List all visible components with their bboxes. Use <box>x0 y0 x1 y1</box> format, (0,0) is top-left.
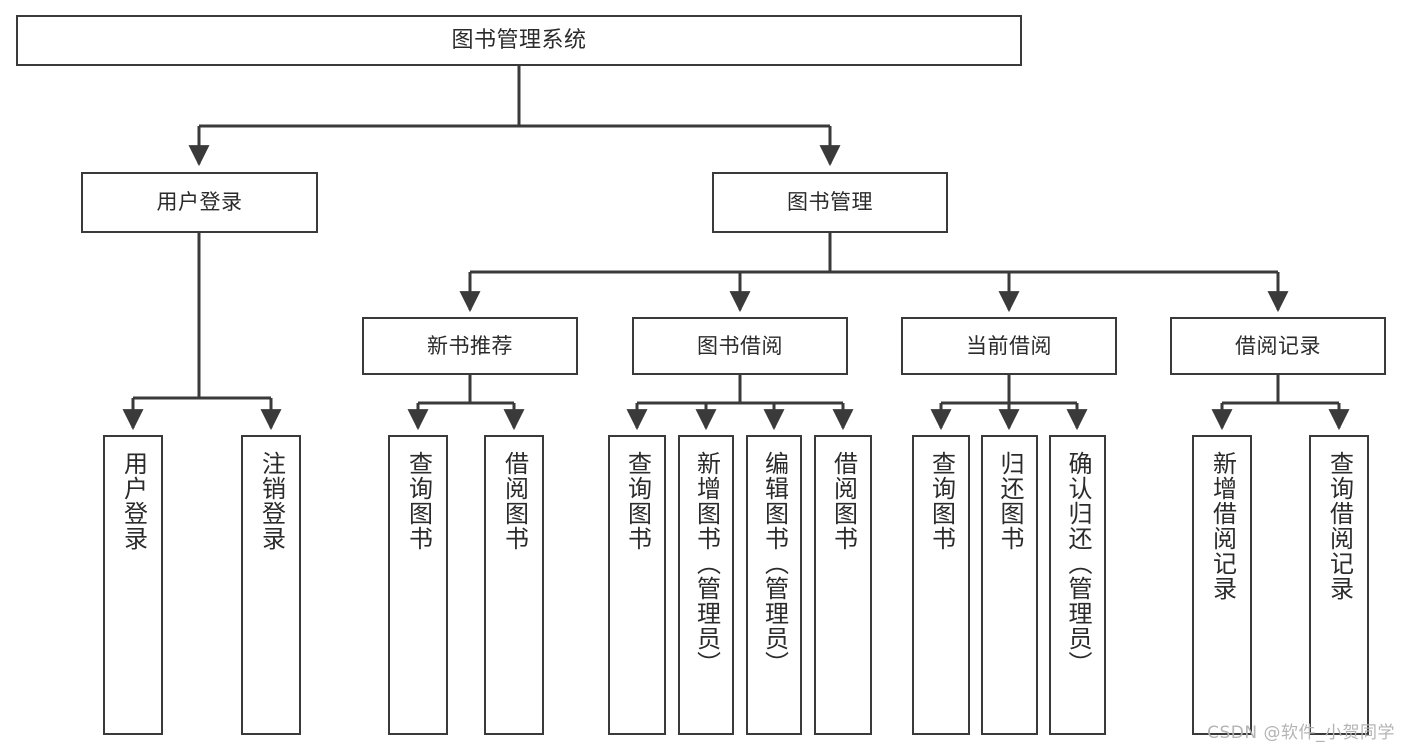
node-user-login[interactable]: 用户登录 <box>81 172 318 233</box>
node-new-book-recommend[interactable]: 新书推荐 <box>362 317 578 375</box>
node-root-book-management-system[interactable]: 图书管理系统 <box>16 15 1022 66</box>
leaf-borrow-record-query-record[interactable]: 查询借阅记录 <box>1309 435 1369 735</box>
leaf-book-borrow-query-books[interactable]: 查询图书 <box>608 435 666 735</box>
node-label: 当前借阅 <box>966 333 1052 358</box>
node-current-borrow[interactable]: 当前借阅 <box>901 317 1117 375</box>
leaf-current-borrow-query-books[interactable]: 查询图书 <box>912 435 970 735</box>
leaf-book-borrow-add-book-admin[interactable]: 新增图书（管理员） <box>678 435 734 735</box>
leaf-book-borrow-edit-book-admin[interactable]: 编辑图书（管理员） <box>746 435 802 735</box>
node-label: 新增借阅记录 <box>1208 451 1237 601</box>
node-label: 编辑图书（管理员） <box>760 451 789 676</box>
node-label: 借阅记录 <box>1235 333 1321 358</box>
node-label: 新增图书（管理员） <box>692 451 721 676</box>
leaf-user-login-login[interactable]: 用户登录 <box>103 435 163 735</box>
node-book-management[interactable]: 图书管理 <box>712 172 948 233</box>
node-label: 归还图书 <box>995 451 1024 551</box>
node-label: 用户登录 <box>156 190 243 215</box>
node-label: 注销登录 <box>257 451 286 551</box>
node-label: 图书管理系统 <box>451 27 587 53</box>
node-label: 图书借阅 <box>697 333 783 358</box>
node-label: 借阅图书 <box>829 451 858 551</box>
node-label: 查询借阅记录 <box>1325 451 1354 601</box>
leaf-current-borrow-confirm-return-admin[interactable]: 确认归还（管理员） <box>1049 435 1106 735</box>
node-label: 借阅图书 <box>500 451 529 551</box>
leaf-book-borrow-borrow-books[interactable]: 借阅图书 <box>814 435 872 735</box>
node-label: 查询图书 <box>623 451 652 551</box>
node-label: 用户登录 <box>119 451 148 551</box>
leaf-user-login-logout[interactable]: 注销登录 <box>241 435 301 735</box>
leaf-new-book-query-books[interactable]: 查询图书 <box>388 435 448 735</box>
node-label: 查询图书 <box>927 451 956 551</box>
leaf-borrow-record-add-record[interactable]: 新增借阅记录 <box>1192 435 1252 735</box>
node-label: 新书推荐 <box>427 333 513 358</box>
node-book-borrow[interactable]: 图书借阅 <box>632 317 848 375</box>
watermark: CSDN @软件_小贺同学 <box>1207 723 1395 743</box>
node-label: 图书管理 <box>787 190 873 215</box>
node-label: 查询图书 <box>404 451 433 551</box>
node-borrow-record[interactable]: 借阅记录 <box>1170 317 1386 375</box>
leaf-new-book-borrow-books[interactable]: 借阅图书 <box>484 435 544 735</box>
node-label: 确认归还（管理员） <box>1063 451 1092 676</box>
leaf-current-borrow-return-books[interactable]: 归还图书 <box>981 435 1038 735</box>
